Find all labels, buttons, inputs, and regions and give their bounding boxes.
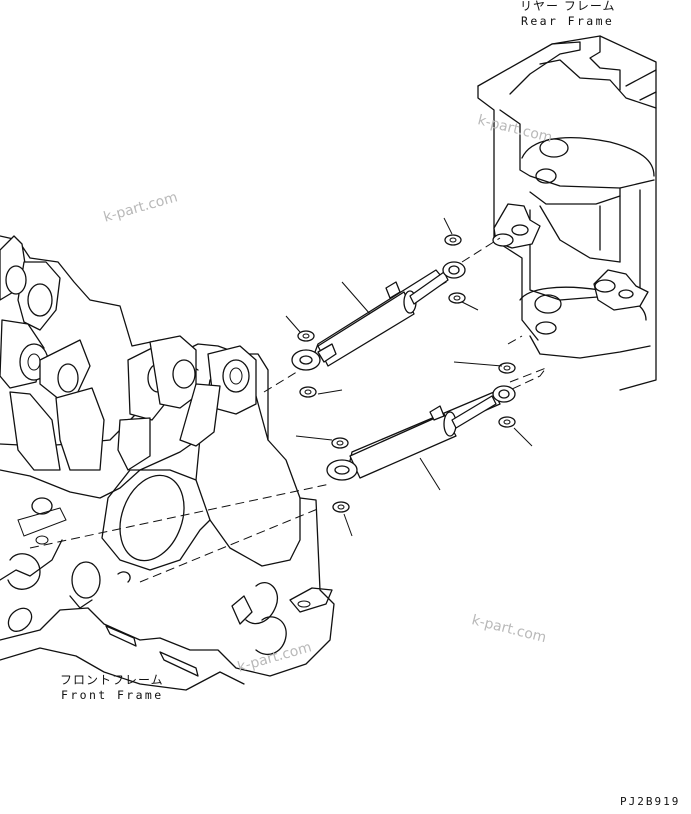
washer-5: [498, 362, 516, 374]
washer-1: [444, 234, 462, 246]
front-frame-label-en: Front Frame: [61, 688, 164, 702]
rear-frame-label-jp: リヤー フレーム: [520, 0, 616, 13]
washer-3: [297, 330, 315, 342]
washers: [297, 234, 516, 513]
washer-6: [498, 416, 516, 428]
pin-centerlines: [29, 237, 548, 583]
upper-steering-cylinder: [291, 261, 466, 371]
rear-lower-bracket: [593, 269, 649, 311]
leader-lines: [285, 217, 533, 537]
rear-frame-label-en: Rear Frame: [521, 14, 615, 28]
washer-4: [299, 386, 317, 398]
washer-7: [331, 437, 349, 449]
lower-steering-cylinder: [326, 385, 516, 481]
front-frame-label-jp: フロントフレーム: [60, 673, 164, 687]
washer-8: [332, 501, 350, 513]
drawing-code: PJ2B919: [620, 795, 681, 808]
rear-upper-bracket: [492, 203, 541, 249]
washer-2: [448, 292, 466, 304]
front-frame-lugs: [0, 235, 257, 545]
